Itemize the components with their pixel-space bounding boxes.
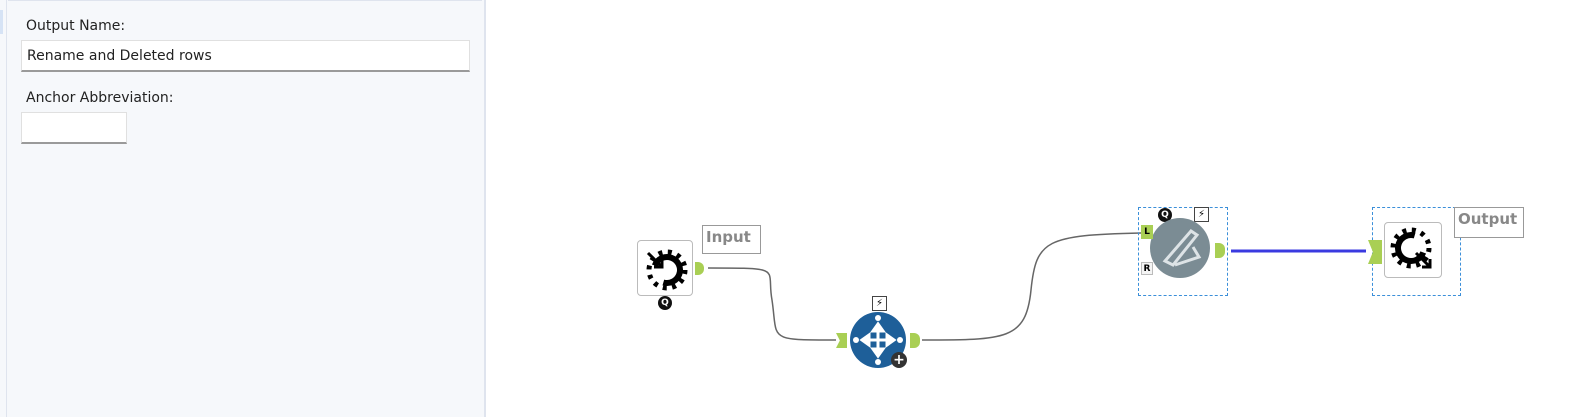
macro-input-tool[interactable] — [637, 240, 693, 296]
join-output-anchor[interactable] — [1215, 243, 1225, 258]
macro-input-gear-icon — [646, 249, 688, 291]
connections — [707, 232, 1366, 341]
connection-input-to-select — [707, 267, 837, 341]
output-name-label: Output Name: — [26, 18, 126, 34]
join-tool-selection[interactable] — [1138, 207, 1228, 296]
input-annotation: Input — [702, 225, 761, 254]
move-arrows-icon — [853, 315, 903, 365]
quick-badge-icon: Q — [1158, 208, 1172, 222]
output-annotation: Output — [1454, 207, 1524, 238]
select-output-anchor[interactable] — [910, 333, 920, 348]
select-input-anchor[interactable] — [836, 333, 847, 348]
workflow-canvas[interactable]: Q Input ⚡ + Q ⚡ L R — [486, 0, 1579, 417]
join-left-anchor[interactable]: L — [1141, 225, 1153, 239]
join-right-anchor[interactable]: R — [1141, 262, 1153, 275]
macro-output-tool[interactable] — [1384, 222, 1442, 278]
panel-edge — [0, 0, 7, 417]
macro-output-gear-icon — [1390, 227, 1432, 269]
lightning-badge-icon: ⚡ — [1194, 207, 1209, 222]
pen-hand-icon — [1162, 229, 1202, 267]
configuration-panel: Output Name: Rename and Deleted rows Anc… — [0, 0, 486, 417]
lightning-badge-icon: ⚡ — [872, 296, 887, 311]
panel-tab-indicator[interactable] — [0, 10, 3, 34]
divider — [8, 0, 482, 1]
join-tool[interactable] — [1150, 218, 1210, 278]
macro-output-selection[interactable] — [1372, 207, 1461, 296]
plus-icon[interactable]: + — [891, 352, 907, 368]
quick-badge-icon: Q — [658, 296, 672, 310]
anchor-abbreviation-input[interactable] — [21, 112, 127, 144]
output-name-input[interactable]: Rename and Deleted rows — [21, 40, 470, 72]
select-tool[interactable] — [850, 312, 906, 368]
macro-input-output-anchor[interactable] — [695, 262, 704, 275]
connection-select-to-join — [921, 232, 1142, 341]
anchor-abbreviation-label: Anchor Abbreviation: — [26, 90, 174, 106]
macro-output-input-anchor[interactable] — [1368, 240, 1382, 264]
